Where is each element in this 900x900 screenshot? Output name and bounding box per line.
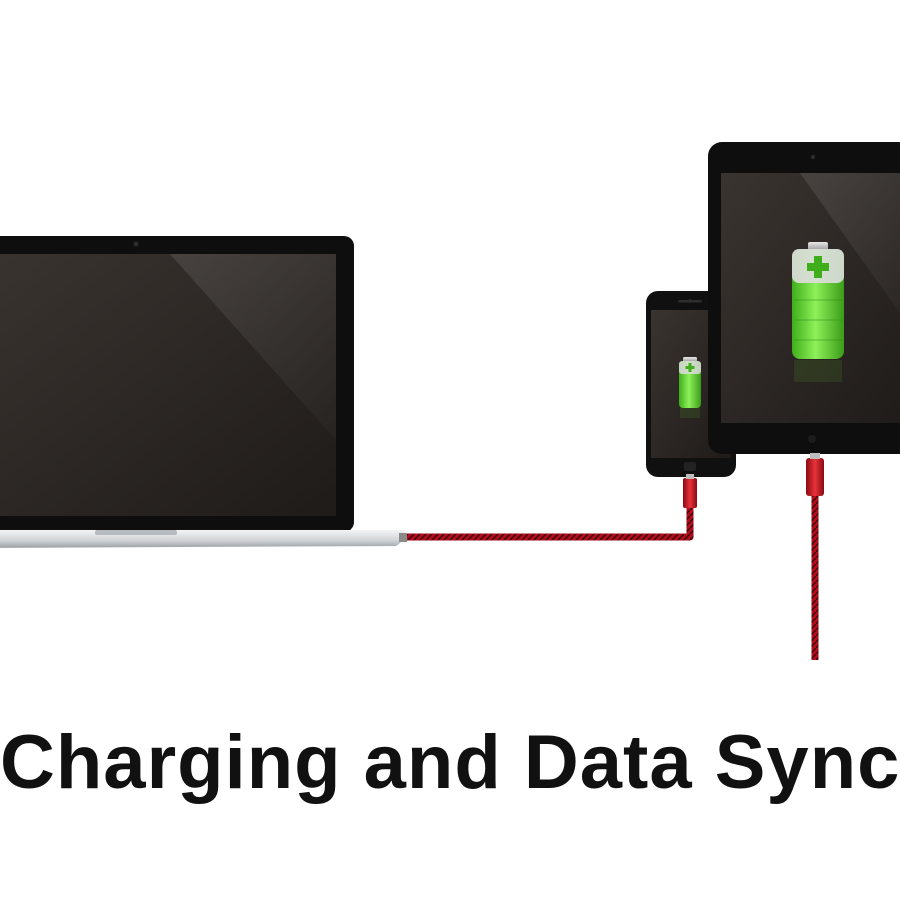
tablet-icon bbox=[708, 142, 900, 454]
battery-charging-icon bbox=[792, 242, 844, 382]
laptop-icon bbox=[0, 236, 405, 548]
cable-laptop-to-phone bbox=[399, 474, 697, 542]
cable-to-tablet bbox=[806, 453, 824, 660]
caption-title: Charging and Data Sync bbox=[0, 720, 900, 805]
battery-charging-icon bbox=[679, 357, 701, 418]
